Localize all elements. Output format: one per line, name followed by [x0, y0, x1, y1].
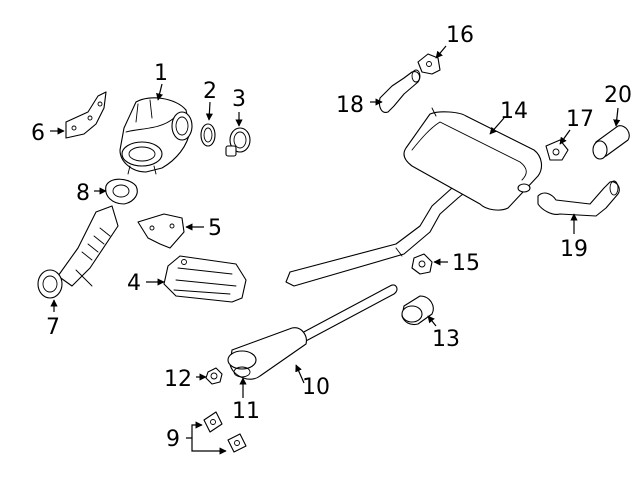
- callout-17: 17: [566, 107, 594, 132]
- leader-14: [489, 117, 505, 135]
- callout-18: 18: [336, 93, 364, 118]
- leader-20: [613, 107, 621, 127]
- callout-3: 3: [232, 87, 246, 112]
- part-7-front-pipe: [37, 205, 119, 299]
- leader-2: [205, 101, 213, 121]
- part-12-nut: [205, 367, 223, 385]
- part-2-gasket-ring: [200, 123, 216, 147]
- leader-10: [295, 364, 305, 384]
- leader-9a: [186, 421, 203, 439]
- part-3-clamp: [225, 127, 251, 157]
- leader-13: [427, 315, 437, 327]
- callout-5: 5: [208, 216, 222, 241]
- mid-pipe: [285, 181, 469, 287]
- leader-17: [559, 129, 571, 145]
- callout-6: 6: [31, 121, 45, 146]
- leader-16: [435, 45, 447, 59]
- callout-1: 1: [154, 61, 168, 86]
- callout-labels: 1 2 3 4 5 6 7 8 9 10 11 12 13 14 15 16 1…: [31, 23, 632, 452]
- callout-2: 2: [203, 79, 217, 104]
- part-20-tip: [592, 125, 630, 160]
- part-1-catalytic-converter: [119, 97, 193, 175]
- part-4-heat-shield: [163, 255, 247, 303]
- part-15-hanger: [411, 253, 433, 275]
- part-14-rear-muffler: [403, 107, 543, 211]
- part-18-tail-pipe: [378, 69, 421, 113]
- leader-1: [156, 83, 164, 101]
- part-8-flange-gasket: [105, 178, 138, 205]
- part-10-resonator: [227, 327, 307, 380]
- callout-11: 11: [232, 399, 260, 424]
- callout-13: 13: [432, 327, 460, 352]
- part-13-tip: [401, 295, 434, 326]
- part-6-bracket: [65, 91, 107, 139]
- callout-15: 15: [452, 251, 480, 276]
- callout-20: 20: [604, 83, 632, 108]
- part-16-bracket: [417, 53, 441, 75]
- part-9-hanger-upper: [203, 411, 223, 433]
- part-19-tail-pipe: [537, 180, 620, 217]
- callout-14: 14: [500, 99, 528, 124]
- callout-16: 16: [446, 23, 474, 48]
- callout-7: 7: [46, 315, 60, 340]
- leader-lines: [50, 45, 621, 455]
- part-9-hanger-lower: [227, 433, 247, 453]
- callout-9: 9: [166, 427, 180, 452]
- leader-9b: [191, 438, 227, 455]
- part-17-clamp: [545, 139, 569, 161]
- callout-8: 8: [76, 181, 90, 206]
- intermediate-pipe: [299, 284, 398, 343]
- part-5-bracket: [137, 213, 185, 249]
- callout-10: 10: [302, 375, 330, 400]
- callout-4: 4: [127, 271, 141, 296]
- callout-12: 12: [164, 367, 192, 392]
- callout-19: 19: [560, 237, 588, 262]
